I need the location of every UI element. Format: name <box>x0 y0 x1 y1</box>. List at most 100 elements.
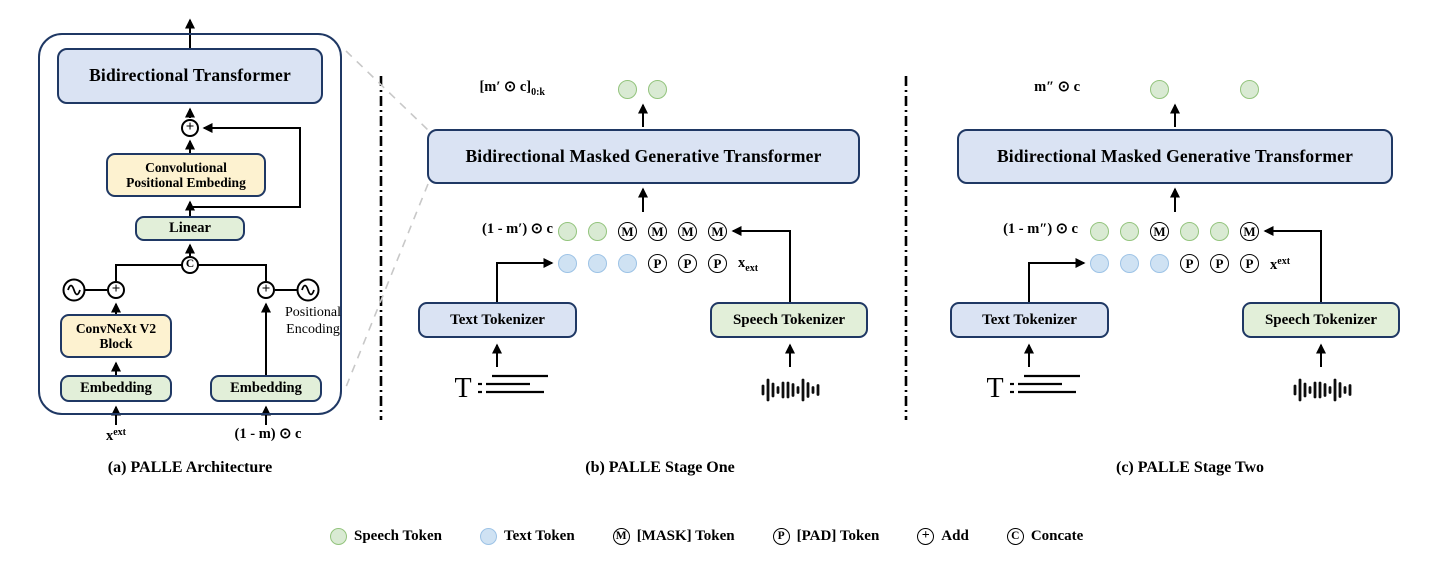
mask-token: M <box>648 222 667 241</box>
linear-box: Linear <box>135 216 245 241</box>
legend-item-add: + Add <box>917 528 969 545</box>
legend-label-speech-token: Speech Token <box>354 528 442 544</box>
conv-positional-embedding-box: Convolutional Positional Embeding <box>106 153 266 197</box>
arrow-stage1-text-tokens <box>496 258 554 302</box>
mask-token: M <box>678 222 697 241</box>
stage1-output-label: [m′ ⊙ c]0:k <box>400 79 545 98</box>
stage1-text-tokenizer-box: Text Tokenizer <box>418 302 577 338</box>
svg-text:T: T <box>986 373 1003 404</box>
linear-label: Linear <box>169 220 211 237</box>
panel-c-caption: (c) PALLE Stage Two <box>1116 459 1264 476</box>
arrow-stage2-text-tokens <box>1028 258 1086 302</box>
speech-token <box>618 80 637 99</box>
legend-label-concate: Concate <box>1030 528 1084 544</box>
stage2-output-label: m″ ⊙ c <box>940 79 1080 96</box>
text-input-icon-stage2: T <box>986 373 1080 404</box>
speech-token-icon <box>330 528 347 545</box>
legend-item-concate: C Concate <box>1006 528 1084 545</box>
legend-label-mask-token: [MASK] Token <box>636 528 735 544</box>
positional-encoding-line2: Encoding <box>286 321 340 337</box>
text-token-icon <box>479 528 497 545</box>
speech-token <box>1180 222 1199 241</box>
pad-token: P <box>648 254 667 273</box>
convnext-line2: Block <box>99 336 133 351</box>
stage1-xext-sub: ext <box>745 263 759 274</box>
panel-a-caption: (a) PALLE Architecture <box>107 459 273 476</box>
stage2-text-tokenizer-box: Text Tokenizer <box>950 302 1109 338</box>
speech-token <box>558 222 577 241</box>
add-icon-left: + <box>107 281 125 299</box>
conv-pos-line2: Positional Embeding <box>126 175 246 190</box>
input-xext-base: x <box>105 428 114 444</box>
mask-token: M <box>708 222 727 241</box>
waveform-icon-stage1 <box>761 378 820 402</box>
pad-token: P <box>1210 254 1229 273</box>
text-token <box>588 254 607 273</box>
stage2-transformer-label: Bidirectional Masked Generative Transfor… <box>996 145 1354 166</box>
text-token <box>1150 254 1169 273</box>
legend-item-text-token: Text Token <box>479 528 575 545</box>
bidirectional-transformer-box: Bidirectional Transformer <box>57 48 323 104</box>
pad-token: P <box>678 254 697 273</box>
stage2-transformer-box: Bidirectional Masked Generative Transfor… <box>957 129 1393 184</box>
panel-b-caption: (b) PALLE Stage One <box>585 459 735 476</box>
input-xext-label: xext <box>66 427 166 445</box>
stage2-speech-tokenizer-box: Speech Tokenizer <box>1242 302 1400 338</box>
add-icon: + <box>917 528 935 545</box>
stage2-output-tokens <box>1150 80 1259 99</box>
mask-token: M <box>618 222 637 241</box>
stage1-transformer-label: Bidirectional Masked Generative Transfor… <box>465 145 822 166</box>
input-masked-label: (1 - m) ⊙ c <box>234 426 302 442</box>
legend-label-add: Add <box>941 528 969 544</box>
text-input-icon-stage1: T <box>454 373 548 404</box>
mask-token-icon: M <box>612 528 630 545</box>
legend: Speech Token Text Token M [MASK] Token P… <box>330 528 1083 545</box>
convnext-block-box: ConvNeXt V2 Block <box>60 314 172 358</box>
legend-label-text-token: Text Token <box>503 528 575 544</box>
speech-token <box>648 80 667 99</box>
mask-token: M <box>1240 222 1259 241</box>
stage1-row1-label: (1 - m′) ⊙ c <box>482 221 553 237</box>
waveform-icon-stage2 <box>1293 378 1352 402</box>
embedding-left-label: Embedding <box>80 380 152 397</box>
speech-token <box>1240 80 1259 99</box>
stage2-output-label-main: m″ ⊙ c <box>1034 79 1080 95</box>
stage1-transformer-box: Bidirectional Masked Generative Transfor… <box>427 129 860 184</box>
input-xext-sup: ext <box>113 427 127 438</box>
stage2-text-tokenizer-label: Text Tokenizer <box>982 311 1077 328</box>
stage1-output-label-main: [m′ ⊙ c] <box>479 79 532 95</box>
text-token <box>1120 254 1139 273</box>
stage2-speech-tokenizer-label: Speech Tokenizer <box>1264 311 1378 328</box>
add-icon-top: + <box>181 119 199 137</box>
legend-item-speech-token: Speech Token <box>330 528 442 545</box>
pad-token: P <box>708 254 727 273</box>
embedding-right-label: Embedding <box>230 380 302 397</box>
pad-token-icon: P <box>772 528 790 545</box>
stage1-output-tokens <box>618 80 667 99</box>
speech-token <box>1090 222 1109 241</box>
speech-token <box>1210 222 1229 241</box>
embedding-right-box: Embedding <box>210 375 322 402</box>
legend-item-pad-token: P [PAD] Token <box>772 528 880 545</box>
stage1-speech-tokenizer-label: Speech Tokenizer <box>732 311 846 328</box>
stage1-text-tokenizer-label: Text Tokenizer <box>450 311 545 328</box>
stage1-speech-tokenizer-box: Speech Tokenizer <box>710 302 868 338</box>
legend-label-pad-token: [PAD] Token <box>796 528 880 544</box>
add-icon-right: + <box>257 281 275 299</box>
convnext-line1: ConvNeXt V2 <box>75 320 157 336</box>
concat-icon: C <box>1006 528 1024 545</box>
bidirectional-transformer-label: Bidirectional Transformer <box>89 65 291 86</box>
concat-icon: C <box>181 256 199 274</box>
stage2-row1-label: (1 - m″) ⊙ c <box>1003 221 1078 237</box>
stage2-xext-label: xext <box>1270 256 1290 274</box>
stage1-output-label-sub: 0:k <box>531 87 545 98</box>
text-token <box>558 254 577 273</box>
stage2-xext-sup: ext <box>1277 256 1291 267</box>
zoom-callout-lines <box>345 50 429 388</box>
text-token <box>618 254 637 273</box>
